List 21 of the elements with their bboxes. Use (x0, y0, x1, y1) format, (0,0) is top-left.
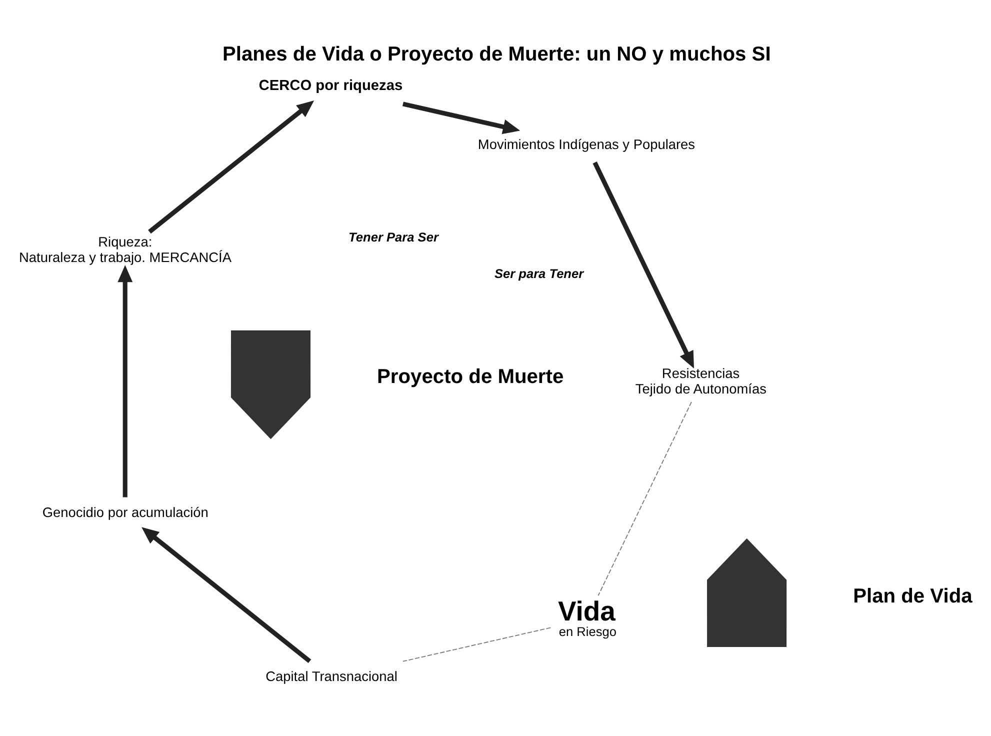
connector (402, 627, 552, 662)
node-label: Proyecto de Muerte (377, 366, 564, 388)
node-text: Vida en Riesgo (558, 595, 617, 640)
connector (598, 402, 692, 596)
arrow (592, 162, 694, 369)
node-text: Movimientos Indígenas y Populares (478, 137, 696, 152)
arrow (402, 102, 520, 134)
arrow (118, 265, 133, 498)
node-text: CERCO por riquezas (258, 78, 403, 94)
node-label: Plan de Vida (853, 586, 972, 608)
node-arrow (707, 538, 787, 648)
diagram-title: Planes de Vida o Proyecto de Muerte: un NO y muchos SI (222, 44, 771, 66)
node-text: Capital Transnacional (266, 669, 398, 684)
node-text: Resistencias Tejido de Autonomías (635, 366, 766, 397)
node-text: Riqueza: Naturaleza y trabajo. MERCANCÍA (19, 234, 232, 266)
arrow (148, 100, 314, 234)
label: Ser para Tener (494, 266, 584, 282)
node-text: Genocidio por acumulación (42, 505, 208, 520)
arrow (142, 527, 312, 664)
label: Tener Para Ser (348, 230, 438, 245)
node-arrow (230, 330, 311, 440)
